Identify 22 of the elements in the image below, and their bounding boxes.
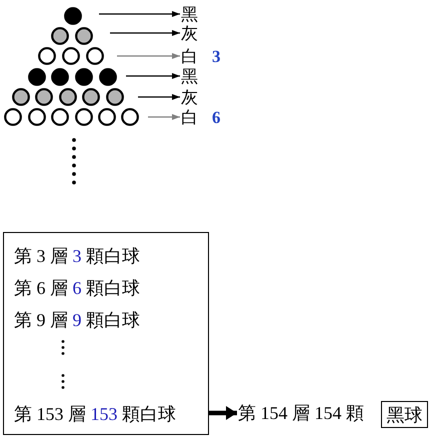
arrow [126, 73, 180, 79]
arrow [138, 94, 180, 100]
layer-text: 第 6 層 6 顆白球 [14, 279, 140, 297]
layer-text: 第 153 層 153 顆白球 [14, 405, 176, 423]
layer-number: 3 [212, 48, 220, 65]
color-word: 灰 [181, 25, 198, 42]
text-box [3, 232, 209, 435]
color-word: 白 [181, 48, 198, 65]
highlight-box: 黑球 [381, 401, 428, 428]
color-word: 灰 [181, 89, 198, 106]
arrow [117, 53, 180, 59]
result-text: 第 154 層 154 顆 [238, 404, 364, 422]
layer-number: 6 [212, 109, 220, 126]
arrow [110, 30, 180, 36]
arrow [148, 114, 180, 120]
layer-text: 第 3 層 3 顆白球 [14, 247, 140, 265]
arrow [209, 406, 237, 420]
color-word: 白 [181, 109, 198, 126]
color-word: 黑 [181, 68, 198, 85]
arrow [99, 11, 180, 17]
color-word: 黑 [181, 6, 198, 23]
layer-text: 第 9 層 9 顆白球 [14, 311, 140, 329]
